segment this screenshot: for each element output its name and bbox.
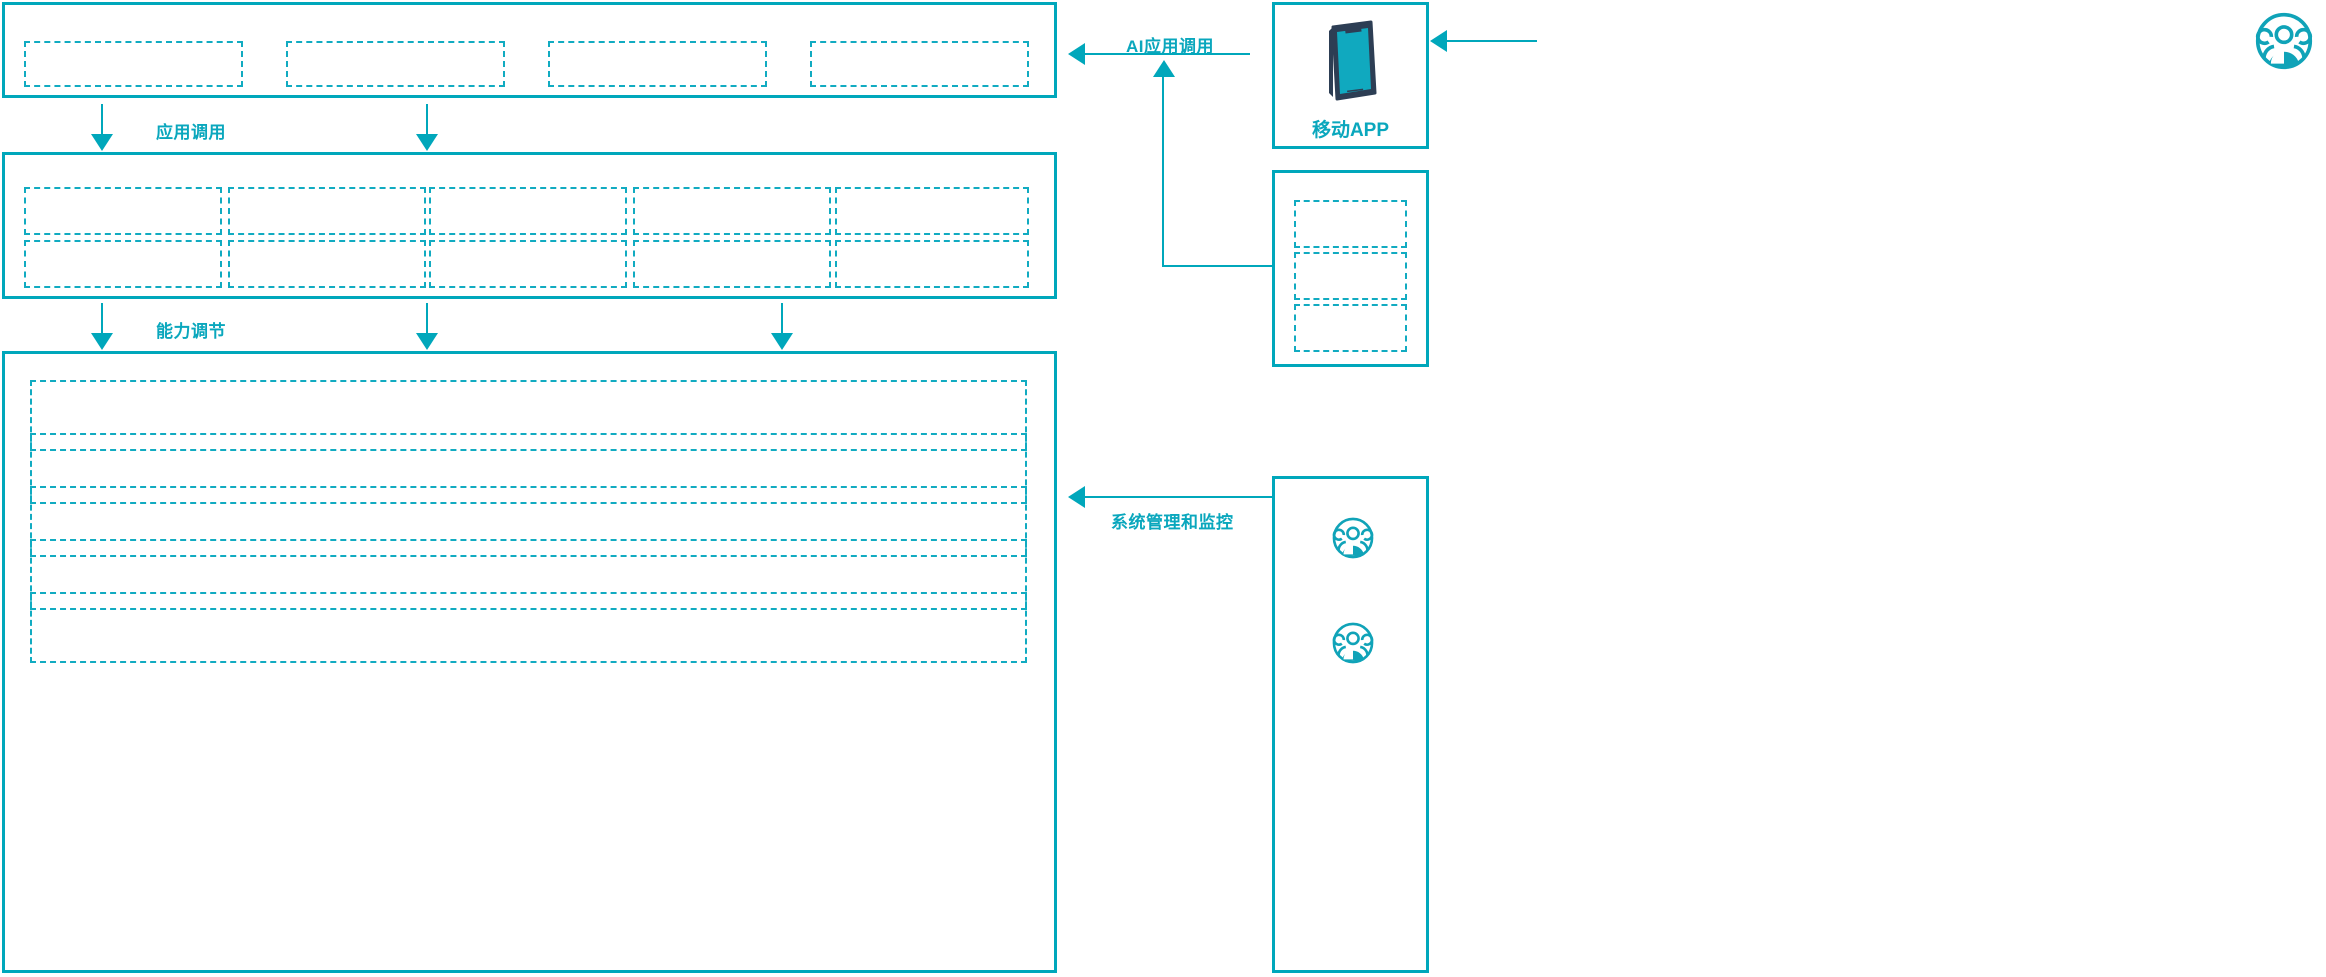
- external-user-head: [1430, 30, 1447, 52]
- platform-band-3[interactable]: [30, 486, 1027, 557]
- app-slot-1[interactable]: [24, 41, 243, 87]
- app-call-arrow-1-shaft: [101, 104, 103, 140]
- app-slot-4[interactable]: [810, 41, 1029, 87]
- capability-col-1-bottom[interactable]: [24, 240, 222, 288]
- channel-slot-2[interactable]: [1294, 252, 1407, 300]
- capability-arrow-3-head: [771, 333, 793, 350]
- app-slot-2[interactable]: [286, 41, 505, 87]
- platform-band-4[interactable]: [30, 539, 1027, 610]
- app-call-arrow-2-head: [416, 134, 438, 151]
- mobile-app-caption: 移动APP: [1311, 120, 1390, 141]
- app-slot-3[interactable]: [548, 41, 767, 87]
- channel-slot-1[interactable]: [1294, 200, 1407, 248]
- mobile-app-panel[interactable]: 移动APP: [1272, 2, 1429, 149]
- channel-panel[interactable]: [1272, 170, 1429, 367]
- smartphone-icon: [1321, 17, 1385, 103]
- channel-riser-base: [1162, 265, 1272, 267]
- application-layer: [2, 2, 1057, 98]
- capability-col-4-top[interactable]: [633, 187, 831, 235]
- capability-col-5-bottom[interactable]: [835, 240, 1029, 288]
- system-mgmt-head: [1068, 486, 1085, 508]
- capability-col-1-top[interactable]: [24, 187, 222, 235]
- platform-band-1[interactable]: [30, 380, 1027, 451]
- app-call-label: 应用调用: [156, 123, 226, 142]
- channel-riser-shaft: [1162, 66, 1164, 266]
- app-call-arrow-1-head: [91, 134, 113, 151]
- capability-arrow-2-head: [416, 333, 438, 350]
- user-group-icon-2: [1332, 622, 1374, 664]
- external-user-group-icon[interactable]: [2255, 12, 2313, 70]
- capability-col-2-bottom[interactable]: [228, 240, 426, 288]
- capability-arrow-3-shaft: [781, 303, 783, 339]
- ai-app-call-head: [1068, 43, 1085, 65]
- platform-band-2[interactable]: [30, 433, 1027, 504]
- capability-col-3-bottom[interactable]: [429, 240, 627, 288]
- operations-panel[interactable]: [1272, 476, 1429, 973]
- system-mgmt-label: 系统管理和监控: [1111, 513, 1234, 532]
- app-call-arrow-2-shaft: [426, 104, 428, 140]
- capability-arrow-1-shaft: [101, 303, 103, 339]
- ai-app-call-shaft: [1085, 53, 1250, 55]
- channel-riser-head: [1153, 60, 1175, 77]
- capability-col-5-top[interactable]: [835, 187, 1029, 235]
- capability-layer: [2, 152, 1057, 299]
- external-user-shaft: [1447, 40, 1537, 42]
- user-group-icon-1: [1332, 517, 1374, 559]
- capability-arrow-2-shaft: [426, 303, 428, 339]
- platform-band-5[interactable]: [30, 592, 1027, 663]
- capability-col-4-bottom[interactable]: [633, 240, 831, 288]
- capability-adjust-label: 能力调节: [156, 322, 226, 341]
- capability-col-3-top[interactable]: [429, 187, 627, 235]
- capability-arrow-1-head: [91, 333, 113, 350]
- ai-app-call-label: AI应用调用: [1126, 37, 1214, 56]
- channel-slot-3[interactable]: [1294, 304, 1407, 352]
- system-mgmt-shaft: [1085, 496, 1272, 498]
- capability-col-2-top[interactable]: [228, 187, 426, 235]
